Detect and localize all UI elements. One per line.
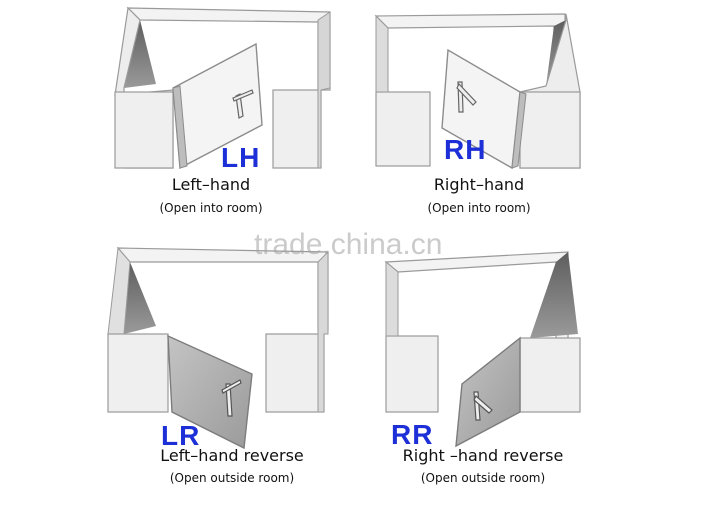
room-rr [384,251,581,448]
subtitle-lh: (Open into room) [159,201,263,215]
room-lh [114,6,331,170]
subtitle-rh: (Open into room) [427,201,531,215]
code-label-rh: RH [444,134,487,165]
code-label-rr: RR [391,419,434,450]
subtitle-rr: (Open outside room) [420,471,546,485]
watermark-text: trade.china.cn [254,228,443,261]
title-rr: Right –hand reverse [402,446,564,465]
title-rh: Right–hand [433,175,525,194]
title-lh: Left–hand [171,175,251,194]
code-label-lh: LH [221,142,261,173]
room-rh [374,13,581,170]
title-lr: Left–hand reverse [160,446,304,465]
code-label-lr: LR [161,420,201,451]
subtitle-lr: (Open outside room) [169,471,295,485]
room-lr [107,246,329,450]
